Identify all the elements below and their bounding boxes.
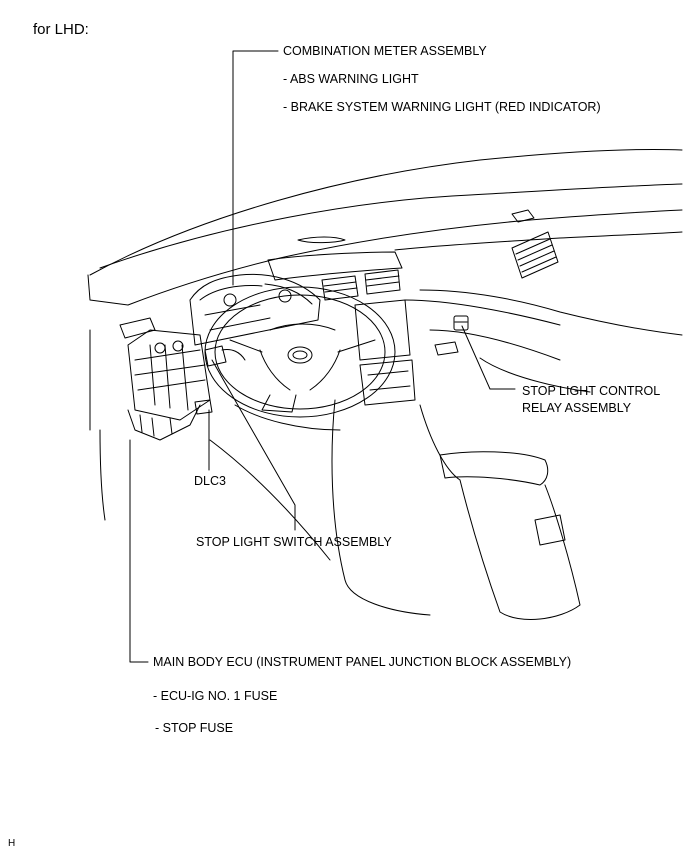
label-stop-relay-line1: STOP LIGHT CONTROL: [522, 384, 661, 398]
figure-code: H: [8, 838, 16, 849]
leader-main-body-ecu: [129, 439, 149, 663]
junction-block-shape: [119, 317, 213, 441]
dashboard-outline: [87, 149, 683, 620]
leader-stop-relay: [461, 325, 516, 390]
combination-meter-shape: [189, 273, 321, 346]
leader-combination-meter: [232, 50, 279, 286]
stop-light-relay-shape: [453, 315, 469, 331]
label-brake-warning-light: - BRAKE SYSTEM WARNING LIGHT (RED INDICA…: [283, 100, 601, 114]
page-heading: for LHD:: [33, 21, 89, 38]
label-stop-fuse: - STOP FUSE: [155, 721, 234, 735]
label-stop-relay-line2: RELAY ASSEMBLY: [522, 401, 632, 415]
label-combination-meter: COMBINATION METER ASSEMBLY: [283, 44, 487, 58]
label-stop-light-switch: STOP LIGHT SWITCH ASSEMBLY: [196, 535, 392, 549]
label-main-body-ecu: MAIN BODY ECU (INSTRUMENT PANEL JUNCTION…: [153, 655, 572, 669]
steering-wheel: [204, 286, 396, 418]
leader-lines: [129, 50, 516, 663]
leader-stop-switch: [211, 359, 296, 531]
label-ecu-ig-fuse: - ECU-IG NO. 1 FUSE: [153, 689, 278, 703]
label-dlc3: DLC3: [194, 474, 226, 488]
stop-light-switch-shape: [204, 345, 227, 367]
label-abs-warning-light: - ABS WARNING LIGHT: [283, 72, 419, 86]
